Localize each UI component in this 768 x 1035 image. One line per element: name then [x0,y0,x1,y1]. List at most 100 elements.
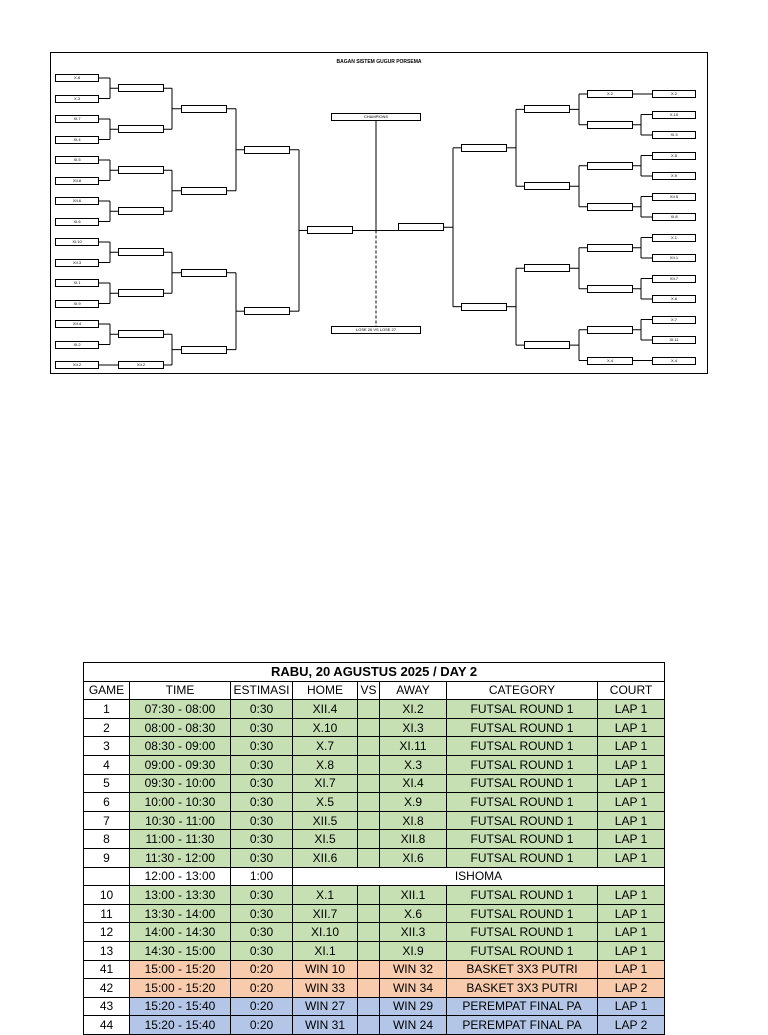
away-cell: XI.4 [379,773,447,794]
match-slot [181,345,227,354]
home-cell: X.8 [292,754,358,775]
game-cell: 1 [83,699,130,719]
team-slot: X.5 [652,151,696,160]
team-slot: XI.10 [55,238,99,246]
game-cell: 44 [83,1015,130,1035]
semifinal-slot [307,226,353,235]
match-slot [181,104,227,113]
home-cell: X.10 [292,717,358,738]
category-cell: FUTSAL ROUND 1 [446,792,598,812]
home-cell: XI.10 [292,922,358,942]
home-cell: XII.5 [292,810,358,831]
game-cell: 42 [83,978,130,998]
header-estimasi: ESTIMASI [230,680,293,701]
category-cell: FUTSAL ROUND 1 [446,885,598,905]
bracket-lines [99,77,652,366]
estimasi-cell: 0:30 [230,792,293,812]
court-cell: LAP 1 [596,847,666,868]
team-slot: XII.3 [55,258,99,267]
game-cell: 2 [83,717,130,738]
team-slot: XI.8 [652,213,696,221]
estimasi-cell: 0:30 [230,773,293,794]
home-cell: WIN 31 [292,1015,358,1035]
team-slot: X.2 [652,90,696,98]
away-cell: WIN 29 [379,996,447,1017]
home-cell: XII.7 [292,903,358,924]
court-cell: LAP 2 [596,978,666,998]
time-cell: 14:30 - 15:00 [129,940,231,961]
team-slot: X.7 [652,315,696,324]
team-slot: X.8 [55,74,99,82]
game-cell [83,866,130,887]
estimasi-cell: 0:30 [230,922,293,942]
estimasi-cell: 0:30 [230,810,293,831]
away-cell: XI.2 [379,699,447,719]
match-slot [461,302,507,311]
home-cell: X.7 [292,736,358,756]
court-cell: LAP 1 [596,699,666,719]
vs-cell [357,903,380,924]
team-slot: XII.4 [55,320,99,328]
header-category: CATEGORY [446,680,598,701]
team-slot: XI.4 [55,135,99,144]
time-cell: 08:30 - 09:00 [129,736,231,756]
time-cell: 14:00 - 14:30 [129,922,231,942]
vs-cell [357,940,380,961]
team-slot: XII.6 [55,197,99,205]
court-cell: LAP 1 [596,996,666,1017]
team-slot: XI.1 [55,279,99,287]
team-slot: X.9 [652,172,696,180]
team-slot: XI.3 [652,131,696,139]
header-game: GAME [83,680,130,701]
game-cell: 41 [83,959,130,980]
away-cell: XI.11 [379,736,447,756]
match-slot [181,186,227,195]
team-slot: X.6 [652,295,696,303]
time-cell: 12:00 - 13:00 [129,866,231,887]
team-slot: XI.9 [55,299,99,308]
home-cell: X.5 [292,792,358,812]
time-cell: 07:30 - 08:00 [129,699,231,719]
vs-cell [357,736,380,756]
header-vs: VS [357,680,380,701]
estimasi-cell: 0:20 [230,1015,293,1035]
category-cell: FUTSAL ROUND 1 [446,922,598,942]
away-cell: XII.8 [379,829,447,849]
team-slot: XII.5 [652,192,696,201]
away-cell: X.3 [379,754,447,775]
match-slot [461,143,507,152]
team-slot: XI.2 [55,340,99,349]
match-slot [524,182,570,191]
team-slot: X.3 [55,94,99,103]
champion-slot: CHAMPIONS [331,113,421,121]
game-cell: 5 [83,773,130,794]
away-cell: XI.8 [379,810,447,831]
category-cell: PEREMPAT FINAL PA [446,1015,598,1035]
time-cell: 10:30 - 11:00 [129,810,231,831]
match-slot [587,161,633,170]
match-slot [587,325,633,334]
vs-cell [357,810,380,831]
home-cell: WIN 33 [292,978,358,998]
match-slot [118,166,164,175]
vs-cell [357,959,380,980]
game-cell: 12 [83,922,130,942]
time-cell: 15:00 - 15:20 [129,978,231,998]
home-cell: XI.1 [292,940,358,961]
court-cell: LAP 1 [596,754,666,775]
away-cell: WIN 32 [379,959,447,980]
team-slot: X.10 [652,110,696,119]
match-slot [587,120,633,129]
estimasi-cell: 0:20 [230,959,293,980]
team-slot: XII.2 [55,361,99,369]
team-slot: XII.1 [652,254,696,262]
home-cell: XI.5 [292,829,358,849]
